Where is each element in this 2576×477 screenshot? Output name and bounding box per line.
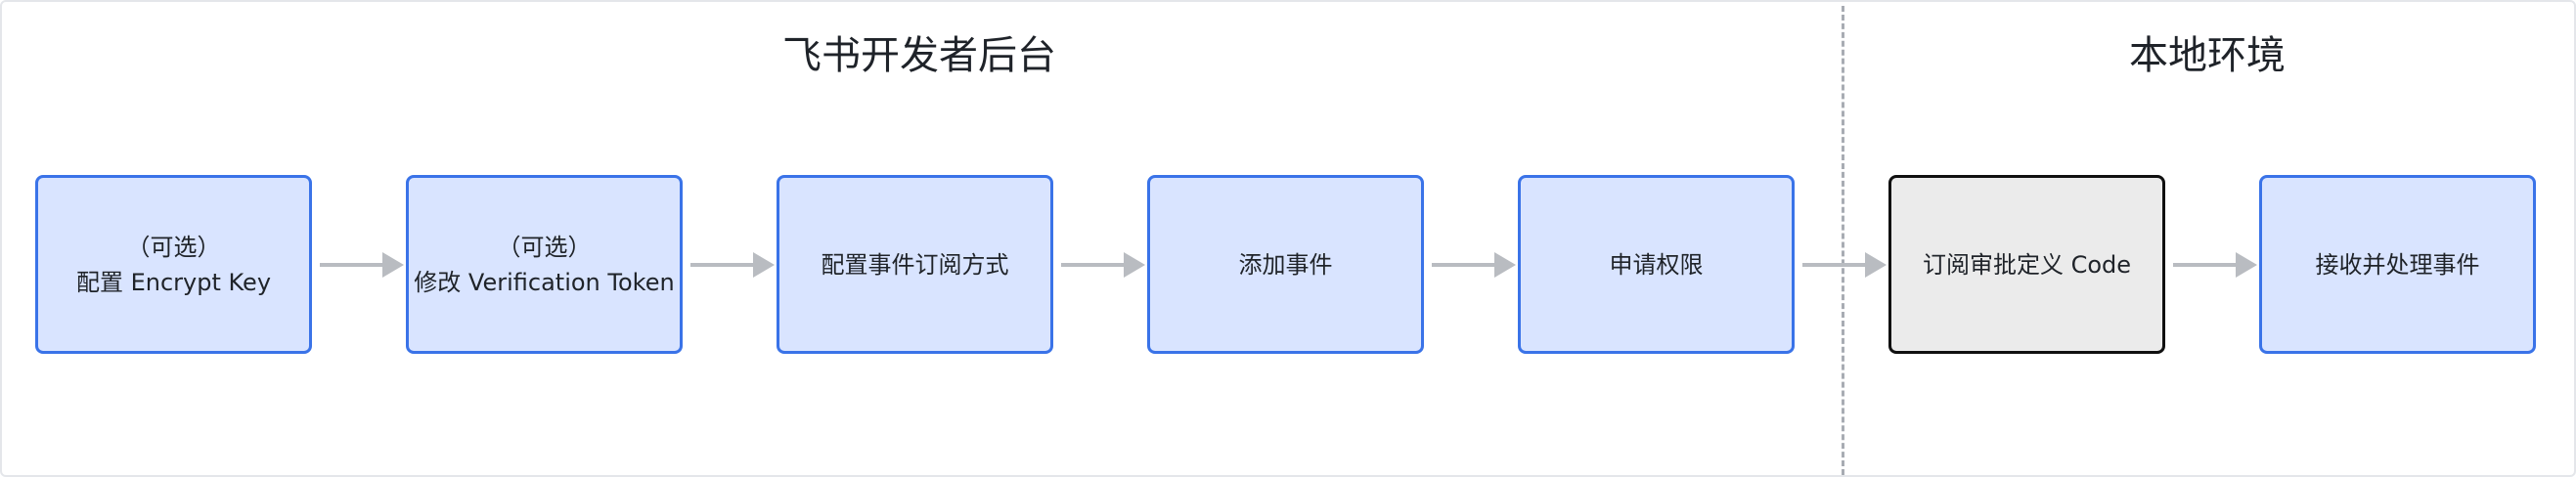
step-label: 添加事件	[1238, 250, 1333, 279]
arrow-shaft	[690, 263, 755, 267]
step-label: 申请权限	[1609, 250, 1704, 279]
arrow-head-icon	[1494, 252, 1516, 278]
step-label: 修改 Verification Token	[414, 268, 675, 296]
arrow-head-icon	[753, 252, 775, 278]
step-label: 配置事件订阅方式	[821, 250, 1009, 279]
step-add-events: 添加事件	[1147, 175, 1424, 354]
arrow-head-icon	[2236, 252, 2257, 278]
step-subscribe-approval-code: 订阅审批定义 Code	[1888, 175, 2165, 354]
flow-arrow	[1432, 252, 1516, 278]
flow-arrow	[1061, 252, 1145, 278]
arrow-shaft	[2173, 263, 2238, 267]
local-environment-title: 本地环境	[2129, 33, 2286, 78]
step-configure-subscription-method: 配置事件订阅方式	[777, 175, 1053, 354]
arrow-head-icon	[382, 252, 404, 278]
arrow-head-icon	[1124, 252, 1145, 278]
step-label: 订阅审批定义 Code	[1922, 250, 2132, 279]
step-optional-label: （可选）	[126, 233, 221, 261]
flow-arrow	[1802, 252, 1887, 278]
step-label: 接收并处理事件	[2315, 250, 2480, 279]
arrow-shaft	[320, 263, 384, 267]
arrow-shaft	[1061, 263, 1126, 267]
step-apply-permissions: 申请权限	[1518, 175, 1795, 354]
step-receive-and-handle-events: 接收并处理事件	[2259, 175, 2536, 354]
flow-arrow	[320, 252, 404, 278]
arrow-shaft	[1432, 263, 1496, 267]
arrow-head-icon	[1865, 252, 1887, 278]
section-divider	[1842, 6, 1844, 475]
step-modify-verification-token: （可选） 修改 Verification Token	[406, 175, 683, 354]
step-optional-label: （可选）	[497, 233, 592, 261]
arrow-shaft	[1802, 263, 1867, 267]
step-label: 配置 Encrypt Key	[75, 268, 272, 296]
step-configure-encrypt-key: （可选） 配置 Encrypt Key	[35, 175, 312, 354]
flow-arrow	[2173, 252, 2257, 278]
flow-arrow	[690, 252, 775, 278]
developer-console-title: 飞书开发者后台	[782, 33, 1056, 78]
